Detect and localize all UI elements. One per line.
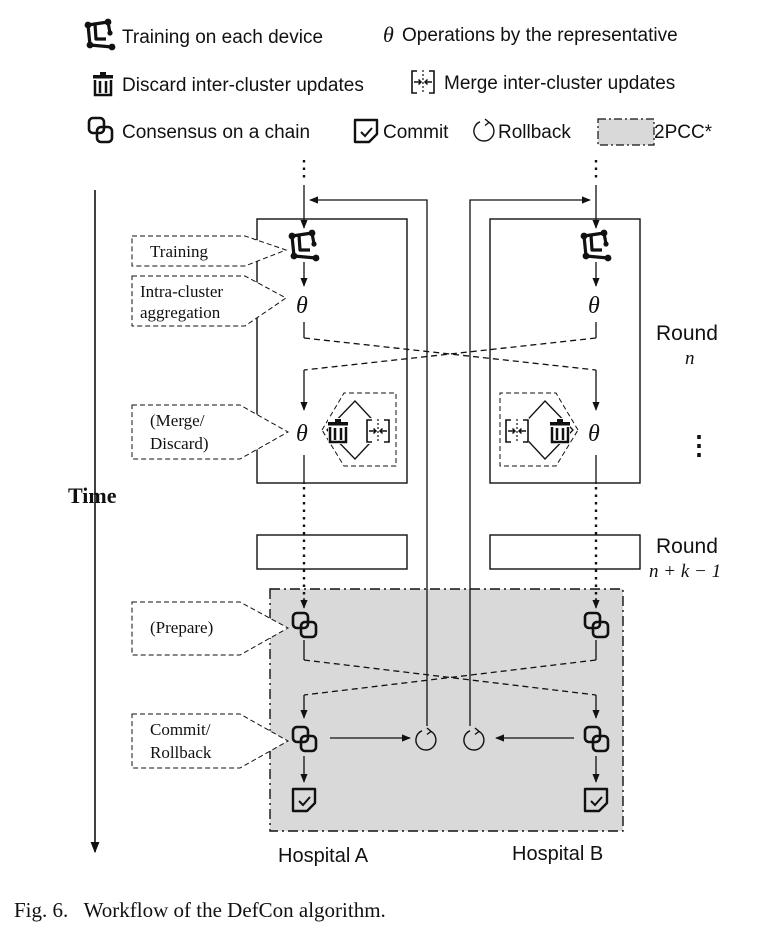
time-axis: Time (68, 190, 117, 854)
merge-icon (411, 69, 435, 95)
hospital-a-label: Hospital A (278, 845, 369, 867)
time-axis-label: Time (68, 483, 117, 508)
round-nk-value: n + k − 1 (649, 561, 721, 582)
legend-consensus-label: Consensus on a chain (122, 122, 310, 143)
trash-icon (91, 70, 115, 97)
legend-theta-symbol: θ (383, 22, 394, 47)
training-icon-b (578, 228, 614, 263)
round-n-label: Round (656, 322, 718, 345)
flow-hospital-a (300, 185, 411, 783)
callout-prepare (131, 601, 290, 656)
callout-commit-rollback (131, 713, 290, 769)
callout-commit-line1: Commit/ (150, 720, 211, 739)
callout-intra-line1: Intra-cluster (140, 282, 223, 301)
callout-training (131, 235, 288, 267)
callout-commit-line2: Rollback (150, 743, 212, 762)
legend-operations-label: Operations by the representative (402, 25, 678, 46)
inter-cluster-exchange (303, 337, 597, 696)
training-icon (82, 17, 118, 53)
callout-intra-line2: aggregation (140, 303, 221, 322)
round-nk-label: Round (656, 535, 718, 558)
legend-training-label: Training on each device (122, 27, 323, 48)
callout-intra-cluster (131, 275, 287, 327)
callout-merge-line1: (Merge/ (150, 411, 205, 430)
continuation-dots-right: ⋮ (686, 431, 712, 460)
legend: Training on each device θ Operations by … (82, 17, 713, 146)
callout-training-text: Training (150, 242, 208, 261)
round-nk-box-b (489, 534, 641, 570)
legend-2pcc-label: 2PCC* (654, 122, 713, 143)
round-n-box-a (256, 218, 408, 484)
theta-aggregation-b: θ (588, 293, 600, 319)
callouts (131, 235, 290, 769)
theta-aggregation-a: θ (296, 293, 308, 319)
flow-hospital-b (495, 185, 600, 783)
rollback-icon (473, 118, 495, 142)
callout-merge-discard (131, 404, 290, 460)
callout-prepare-text: (Prepare) (150, 618, 213, 637)
commit-icon (353, 118, 379, 144)
training-icon-a (287, 228, 321, 263)
rollback-loops (309, 196, 591, 726)
figure-caption: Fig. 6. Workflow of the DefCon algorithm… (14, 898, 386, 922)
round-nk-box-a (256, 534, 408, 570)
theta-merge-a: θ (296, 421, 308, 447)
legend-rollback-label: Rollback (498, 122, 571, 143)
hospital-b-label: Hospital B (512, 843, 603, 865)
two-pcc-region (269, 588, 624, 832)
legend-merge-label: Merge inter-cluster updates (444, 73, 675, 94)
round-n-box-b (489, 218, 641, 484)
legend-2pcc-swatch (597, 118, 655, 146)
round-n-value: n (685, 348, 695, 369)
theta-merge-b: θ (588, 421, 600, 447)
consensus-icon (87, 116, 114, 144)
legend-discard-label: Discard inter-cluster updates (122, 75, 364, 96)
merge-discard-choice-b (499, 392, 579, 467)
callout-merge-line2: Discard) (150, 434, 209, 453)
merge-discard-choice-a (321, 392, 397, 467)
legend-commit-label: Commit (383, 122, 449, 143)
